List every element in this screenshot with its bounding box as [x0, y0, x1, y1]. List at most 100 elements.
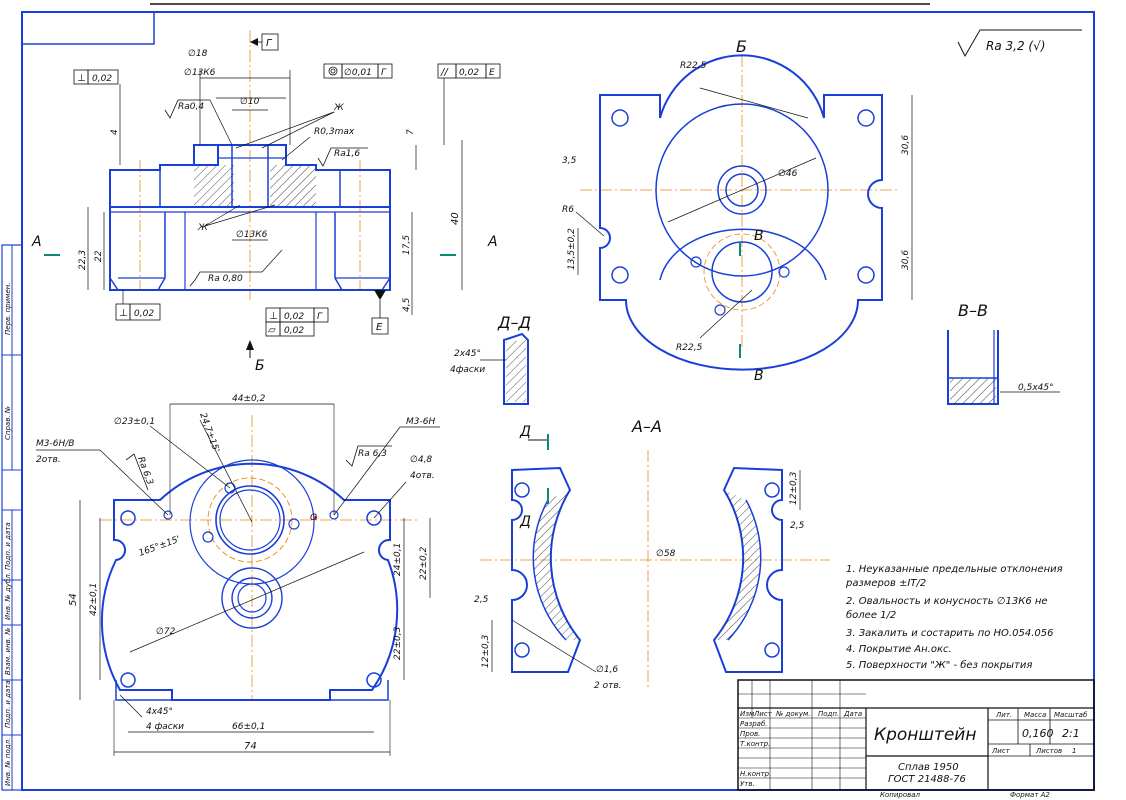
general-roughness: Ra 3,2 (√) — [957, 29, 1082, 58]
plan-dim-74: 74 — [244, 741, 257, 752]
stamp-inv-dubl: Инв. № дубл. — [4, 572, 12, 620]
plan-dim-42: 42±0,1 — [89, 583, 99, 616]
stamp-sprav: Справ. № — [4, 406, 12, 440]
tb-doc: № докум. — [775, 710, 811, 718]
note-5: 5. Поверхности "Ж" - без покрытия — [846, 659, 1032, 671]
tb-tkontr: Т.контр. — [740, 740, 770, 748]
plan-thread-m3a-q: 2отв. — [36, 455, 61, 465]
dim-d13k6: ∅13К6 — [184, 68, 216, 78]
plan-dim-24-7: 24,7±15' — [197, 412, 221, 454]
tb-sheets-count: 1 — [1072, 747, 1076, 755]
plan-ra63a: Ra 6,3 — [135, 456, 154, 487]
tb-razrab: Разраб. — [740, 720, 768, 728]
section-vv-chamfer: 0,5х45° — [1018, 383, 1054, 393]
tb-sheet: Лист — [991, 747, 1011, 755]
tol-perp-symbol-3: ⊥ — [269, 311, 278, 322]
view-b-dim-30-6b: 30,6 — [901, 250, 911, 270]
dim-4: 4 — [110, 129, 120, 135]
tol-perp-value-2: 0,02 — [134, 309, 154, 319]
plan-dim-22-2: 22±0,2 — [419, 546, 429, 580]
plan-mark-o: О — [310, 513, 317, 523]
plan-view: О 44±0,2 ∅23±0,1 24,7±15' М3-6Н/В 2отв. … — [36, 394, 440, 756]
side-stamps: Перв. примен. Справ. № Подп. и дата Инв.… — [4, 282, 12, 786]
stamp-perv: Перв. примен. — [4, 282, 12, 335]
stamp-vzam: Взам. инв. № — [4, 627, 12, 675]
plan-chamfer-q: 4 фаски — [146, 722, 184, 732]
datum-e-label: Е — [376, 322, 383, 333]
tol-par-symbol: // — [440, 67, 449, 78]
tb-part-name: Кронштейн — [874, 725, 976, 745]
tol-par-value: 0,02 — [459, 68, 479, 78]
section-vv: В–В 0,5х45° — [947, 301, 1060, 405]
tb-date: Дата — [843, 710, 862, 718]
tb-hdr-mass: Масса — [1024, 711, 1046, 719]
section-aa-dim-12b: 12±0,3 — [481, 634, 491, 668]
plan-dim-165: 165°±15' — [138, 535, 182, 559]
dim-d13k6-bottom: ∅13К6 — [236, 230, 268, 240]
section-aa-dim-12: 12±0,3 — [789, 471, 799, 505]
view-b-r6: R6 — [562, 205, 574, 215]
section-aa-dim-2-5b: 2,5 — [474, 595, 489, 605]
sheet-frame — [1, 3, 1095, 791]
note-1a: 1. Неуказанные предельные отклонения — [846, 564, 1063, 575]
plan-chamfer: 4х45° — [146, 707, 173, 717]
tol-perp-datum-3: Г — [317, 312, 323, 322]
r03-label: R0,3max — [314, 127, 355, 137]
cut-d-bottom: Д — [519, 514, 531, 530]
tb-material-1: Сплав 1950 — [898, 762, 959, 773]
plan-d72: ∅72 — [156, 627, 176, 637]
note-2a: 2. Овальность и конусность ∅13К6 не — [846, 596, 1048, 607]
section-aa-d16: ∅1,6 — [596, 665, 618, 675]
zh-label-top: Ж — [333, 103, 344, 113]
plan-d48: ∅4,8 — [410, 455, 432, 465]
plan-ra63b: Ra 6,3 — [358, 449, 387, 459]
section-dd-title: Д–Д — [497, 313, 531, 332]
tb-scale: 2:1 — [1062, 727, 1080, 740]
view-b-title: Б — [736, 37, 747, 56]
tol-perp-symbol-2: ⊥ — [119, 308, 128, 319]
tb-sign: Подп. — [818, 710, 839, 718]
tol-perp-symbol-1: ⊥ — [77, 73, 86, 84]
plan-d23: ∅23±0,1 — [114, 417, 155, 427]
plan-dim-66: 66±0,1 — [232, 722, 265, 732]
stamp-inv-podl: Инв. № подл. — [4, 738, 12, 786]
tb-izm: Изм — [740, 710, 755, 718]
tol-flat-symbol: ▱ — [268, 325, 276, 336]
dim-40: 40 — [450, 212, 461, 225]
dim-17-5: 17,5 — [402, 235, 412, 255]
tb-list: Лист — [753, 710, 773, 718]
tb-prov: Пров. — [740, 730, 760, 738]
section-aa-title: А–А — [631, 417, 662, 436]
tb-format: Формат А2 — [1010, 791, 1050, 799]
plan-dim-22-3: 22±0,3 — [393, 626, 403, 660]
plan-dim-54: 54 — [68, 593, 79, 606]
section-dd: Д–Д 2х45° 4фаски — [450, 313, 531, 405]
view-b-r22-5-top: R22,5 — [680, 61, 707, 71]
view-b-r22-5-bottom: R22,5 — [676, 343, 703, 353]
dim-d10: ∅10 — [240, 97, 260, 107]
section-aa: А–А ∅58 12±0,3 2,5 2,5 12±0,3 ∅1,6 2 отв… — [474, 417, 830, 691]
view-b-dim-13-5: 13,5±0,2 — [567, 228, 577, 270]
section-aa-d16-q: 2 отв. — [594, 681, 622, 691]
plan-dim-44: 44±0,2 — [232, 394, 266, 404]
plan-dim-24: 24±0,1 — [393, 543, 403, 576]
tb-sheets: Листов — [1035, 747, 1062, 755]
section-dd-chamfer: 2х45° — [454, 349, 481, 359]
tb-copied: Копировал — [880, 791, 921, 799]
cut-v-bottom: В — [754, 368, 764, 384]
tb-mass: 0,160 — [1022, 727, 1054, 740]
stamp-podp1: Подп. и дата — [4, 522, 12, 570]
roughness-general-text: Ra 3,2 (√) — [986, 39, 1045, 53]
front-view: Г ∅18 ∅13К6 ∅10 ⊥ 0,02 ∅0,01 Г // 0,02 Е… — [31, 30, 501, 374]
tol-perp-value-3: 0,02 — [284, 312, 304, 322]
cut-a-left: А — [31, 234, 42, 250]
dim-4-5: 4,5 — [402, 297, 412, 312]
view-b-dim-3-5: 3,5 — [562, 156, 577, 166]
ra04-label: Ra0,4 — [178, 102, 204, 112]
cut-b-marker: Б — [255, 358, 265, 374]
section-aa-d58: ∅58 — [656, 549, 676, 559]
section-aa-dim-2-5a: 2,5 — [790, 521, 805, 531]
tol-flat-value: 0,02 — [284, 326, 304, 336]
